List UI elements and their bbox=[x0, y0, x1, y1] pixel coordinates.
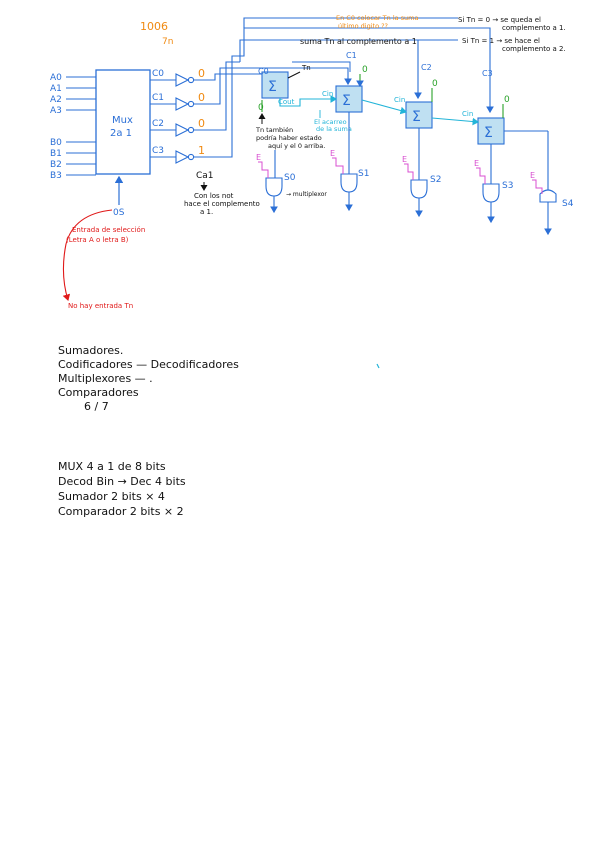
inv-value-3: 1 bbox=[198, 144, 205, 157]
sum-s3: S3 bbox=[502, 181, 513, 191]
adder-1: Σ bbox=[335, 85, 363, 113]
adder-2: Σ bbox=[405, 101, 433, 129]
corner-note-2: 7n bbox=[162, 37, 173, 47]
mux-select: 0S bbox=[113, 175, 125, 218]
adder-symbol: Σ bbox=[268, 79, 277, 95]
carry-c0: C0 bbox=[258, 67, 269, 76]
note-question-1: En C0 colocar Tn la suma bbox=[336, 14, 419, 22]
inv-value-0: 0 bbox=[198, 67, 205, 80]
note-mux-4a1: MUX 4 a 1 de 8 bits bbox=[58, 460, 166, 473]
input-b3: B3 bbox=[50, 171, 62, 181]
cin-label-2: Cin bbox=[394, 96, 405, 104]
zero-input-1: 0 bbox=[362, 65, 368, 75]
cout-label: Cout bbox=[278, 98, 295, 106]
carry-c2: C2 bbox=[421, 63, 432, 72]
inv-value-2: 0 bbox=[198, 117, 205, 130]
and-gates bbox=[265, 130, 557, 236]
notes-list-1: Sumadores. Codificadores — Decodificador… bbox=[58, 344, 239, 414]
adder-symbol: Σ bbox=[342, 93, 351, 109]
input-a3: A3 bbox=[50, 106, 62, 116]
tn-tambien-2: podría haber estado bbox=[256, 134, 322, 142]
input-b2: B2 bbox=[50, 160, 62, 170]
out-c0: C0 bbox=[152, 69, 164, 79]
ca1-title: Ca1 bbox=[196, 171, 214, 181]
note-comparador: Comparador 2 bits × 2 bbox=[58, 505, 184, 518]
out-c2: C2 bbox=[152, 119, 164, 129]
enable-e-2: E bbox=[402, 155, 407, 164]
zero-input-0: 0 bbox=[258, 103, 264, 113]
acarreo-1: El acarreo bbox=[314, 118, 347, 126]
zero-input-2: 0 bbox=[432, 79, 438, 89]
ca1-line-1: Con los not bbox=[194, 192, 234, 200]
input-a1: A1 bbox=[50, 84, 62, 94]
input-a0: A0 bbox=[50, 73, 62, 83]
ca1-line-3: a 1. bbox=[200, 208, 213, 216]
note-sumadores: Sumadores. bbox=[58, 344, 124, 357]
select-note-2: (Letra A o letra B) bbox=[66, 236, 129, 244]
cin-label-1: Cin bbox=[322, 90, 333, 98]
mux-title: Mux bbox=[112, 115, 133, 126]
sum-s1: S1 bbox=[358, 169, 369, 179]
adder-symbol: Σ bbox=[484, 125, 493, 141]
mux-block: Mux 2a 1 bbox=[95, 69, 151, 175]
enable-e-1: E bbox=[330, 149, 335, 158]
note-tn1-a: Si Tn = 1 → se hace el bbox=[462, 37, 540, 45]
cin-label-3: Cin bbox=[462, 110, 473, 118]
note-codificadores: Codificadores — Decodificadores bbox=[58, 358, 239, 371]
carry-c3: C3 bbox=[482, 69, 493, 78]
acarreo-2: de la suma bbox=[316, 125, 352, 133]
out-c1: C1 bbox=[152, 93, 164, 103]
sum-s0: S0 bbox=[284, 173, 296, 183]
sum-s2: S2 bbox=[430, 175, 441, 185]
mux-inputs: A0 A1 A2 A3 B0 B1 B2 B3 bbox=[50, 73, 96, 181]
out-c3: C3 bbox=[152, 146, 164, 156]
sum-s4: S4 bbox=[562, 199, 574, 209]
note-question-2: último digito ?? bbox=[338, 22, 388, 30]
carry-c1: C1 bbox=[346, 51, 357, 60]
zero-input-3: 0 bbox=[504, 95, 510, 105]
tn-tambien-3: aquí y el 0 arriba. bbox=[268, 142, 325, 150]
adder-3: Σ bbox=[477, 117, 505, 145]
select-label: 0S bbox=[113, 208, 125, 218]
input-b0: B0 bbox=[50, 138, 62, 148]
notes-list-2: MUX 4 a 1 de 8 bits Decod Bin → Dec 4 bi… bbox=[58, 459, 186, 519]
note-decod: Decod Bin → Dec 4 bits bbox=[58, 475, 186, 488]
enable-e-3: E bbox=[474, 159, 479, 168]
adder-0: Σ bbox=[261, 71, 289, 99]
mux-outputs: C0 C1 C2 C3 0 0 0 1 bbox=[150, 55, 240, 164]
multiplexor-arrow: → multiplexor bbox=[286, 191, 327, 198]
ca1-line-2: hace el complemento bbox=[184, 200, 260, 208]
no-tn-note: No hay entrada Tn bbox=[68, 302, 133, 310]
input-a2: A2 bbox=[50, 95, 62, 105]
note-tn0-a: Si Tn = 0 → se queda el bbox=[458, 16, 541, 24]
enable-e-0: E bbox=[256, 153, 261, 162]
note-sumador: Sumador 2 bits × 4 bbox=[58, 490, 165, 503]
note-tn0-b: complemento a 1. bbox=[502, 24, 566, 32]
note-multiplexores: Multiplexores — . bbox=[58, 372, 153, 385]
tn-label: Tn bbox=[301, 64, 311, 72]
note-suma-tn: suma Tn al complemento a 1 bbox=[300, 37, 417, 46]
signal-bus bbox=[239, 17, 494, 114]
select-note-1: Entrada de selección bbox=[72, 226, 145, 234]
mux-subtitle: 2a 1 bbox=[110, 128, 132, 139]
input-b1: B1 bbox=[50, 149, 62, 159]
note-tn1-b: complemento a 2. bbox=[502, 45, 566, 53]
tn-tambien-1: Tn también bbox=[255, 126, 293, 134]
enable-e-4: E bbox=[530, 171, 535, 180]
note-fraction: 6 / 7 bbox=[84, 400, 109, 413]
adder-symbol: Σ bbox=[412, 109, 421, 125]
note-comparadores: Comparadores bbox=[58, 386, 139, 399]
inv-value-1: 0 bbox=[198, 91, 205, 104]
corner-note-1: 1006 bbox=[140, 20, 168, 33]
